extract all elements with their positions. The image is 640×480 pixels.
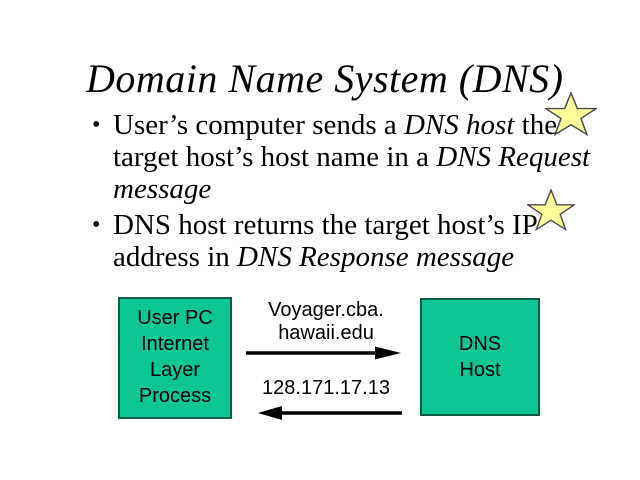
bullet-text-segment-italic: DNS Response message <box>237 241 515 273</box>
dns-host-box: DNS Host <box>420 298 540 416</box>
bullet-marker: • <box>92 212 101 238</box>
user-pc-box-line: User PC <box>137 307 213 329</box>
response-arrow-icon <box>258 406 402 420</box>
dns-host-box-line: Host <box>459 359 501 381</box>
request-hostname-line: hawaii.edu <box>278 322 374 344</box>
bullet-text-segment-italic: DNS Request <box>436 141 591 173</box>
request-hostname-line: Voyager.cba. <box>268 299 384 321</box>
bullet-item: • User’s computer sends a DNS host the t… <box>92 109 592 205</box>
bullet-text-segment: the <box>514 109 558 141</box>
bullet-text-segment-italic: message <box>113 173 212 205</box>
bullet-text-segment: User’s computer sends a <box>113 109 405 141</box>
bullet-text-segment: address in <box>113 241 238 273</box>
star-icon <box>527 189 575 231</box>
user-pc-box-line: Layer <box>149 359 201 381</box>
bullet-text-segment: DNS host returns the target host’s IP <box>113 209 538 241</box>
slide-title: Domain Name System (DNS) <box>86 56 564 101</box>
dns-host-box-line: DNS <box>458 333 502 355</box>
user-pc-box-line: Internet <box>141 333 209 355</box>
star-icon <box>545 92 597 136</box>
user-pc-box-line: Process <box>138 385 212 407</box>
user-pc-box: User PC Internet Layer Process <box>118 297 232 419</box>
response-ip-label: 128.171.17.13 <box>262 377 390 399</box>
bullet-text-segment: target host’s host name in a <box>113 141 437 173</box>
bullet-list: • User’s computer sends a DNS host the t… <box>92 109 592 273</box>
bullet-text: DNS host returns the target host’s IP ad… <box>113 209 592 273</box>
request-arrow-icon <box>246 346 401 360</box>
bullet-text: User’s computer sends a DNS host the tar… <box>113 109 592 205</box>
bullet-item: • DNS host returns the target host’s IP … <box>92 209 592 273</box>
bullet-marker: • <box>92 112 101 138</box>
bullet-text-segment-italic: DNS host <box>404 109 515 141</box>
request-hostname-label: Voyager.cba. hawaii.edu <box>240 299 412 345</box>
